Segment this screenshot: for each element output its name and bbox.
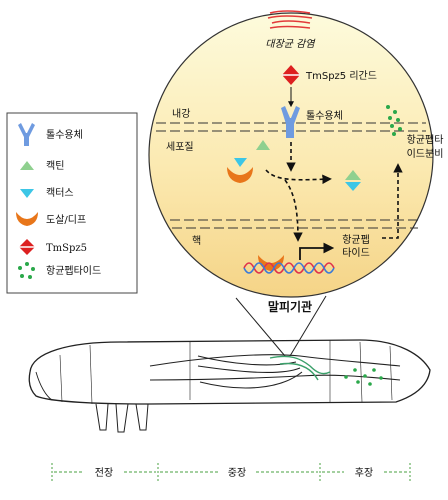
peptide-secretion-label-2: 이드분비 — [407, 148, 444, 160]
legend-label-4: TmSpz5 — [46, 243, 87, 254]
cytoplasm-label: 세포질 — [166, 141, 194, 153]
ligand-label: TmSpz5 리간드 — [305, 70, 377, 82]
amp-gene-label-1: 항균펩 — [342, 234, 370, 246]
legend-cactus-icon — [20, 189, 34, 198]
nucleus-label: 핵 — [192, 235, 201, 247]
signal-arrow-to-nucleus — [284, 179, 303, 242]
larva-legs — [95, 403, 149, 433]
signal-arrow-to-complex — [265, 169, 332, 185]
region-label-hindgut: 후장 — [355, 467, 373, 479]
malpighian-tubule-highlight — [269, 355, 331, 381]
signal-arrow-secretion — [382, 163, 403, 239]
receptor-label: 톨수용체 — [306, 110, 343, 122]
gut-region-ruler — [51, 463, 411, 481]
dna-helix-icon — [243, 262, 335, 274]
legend-label-2: 캑터스 — [46, 187, 74, 199]
infection-label: 대장균 감염 — [265, 38, 316, 50]
peptide-secretion-label-1: 항균펩타 — [407, 134, 444, 146]
cactin-icon-cell — [256, 140, 270, 150]
legend-label-0: 톨수용체 — [46, 129, 83, 141]
transcription-arrow — [299, 242, 335, 260]
nuclear-membrane — [170, 219, 420, 229]
cactin-cactus-complex-icon — [345, 170, 361, 191]
legend-cactin-icon — [20, 161, 34, 170]
legend-label-1: 캑틴 — [46, 160, 64, 172]
larva-body — [28, 339, 431, 405]
legend-label-3: 도살/디프 — [46, 214, 86, 226]
dorsal-icon-cell — [227, 167, 253, 183]
toll-receptor-icon — [281, 106, 300, 138]
tmspz5-ligand-icon — [282, 65, 300, 85]
zoom-line-right — [289, 295, 327, 357]
cactus-icon-cell — [234, 158, 247, 167]
larva-gut — [149, 354, 401, 389]
ecoli-bacteria-icon — [267, 10, 313, 29]
legend-tmspz5-icon — [19, 239, 35, 255]
legend-toll-receptor-icon — [18, 123, 35, 146]
organ-label: 말피기관 — [268, 299, 312, 314]
legend-dorsal-dif-icon — [16, 212, 38, 226]
lumen-label: 내강 — [172, 108, 190, 120]
legend-antimicrobial-peptide-icon — [18, 262, 35, 279]
amp-gene-label-2: 타이드 — [342, 247, 370, 259]
region-label-midgut: 중장 — [228, 467, 246, 479]
secreted-peptides — [386, 105, 402, 136]
cell-zoom-circle — [148, 12, 434, 298]
larva-peptides — [344, 368, 383, 386]
region-label-foregut: 전장 — [95, 467, 113, 479]
zoom-line-left — [235, 297, 286, 357]
legend-label-5: 항균펩타이드 — [46, 265, 101, 277]
